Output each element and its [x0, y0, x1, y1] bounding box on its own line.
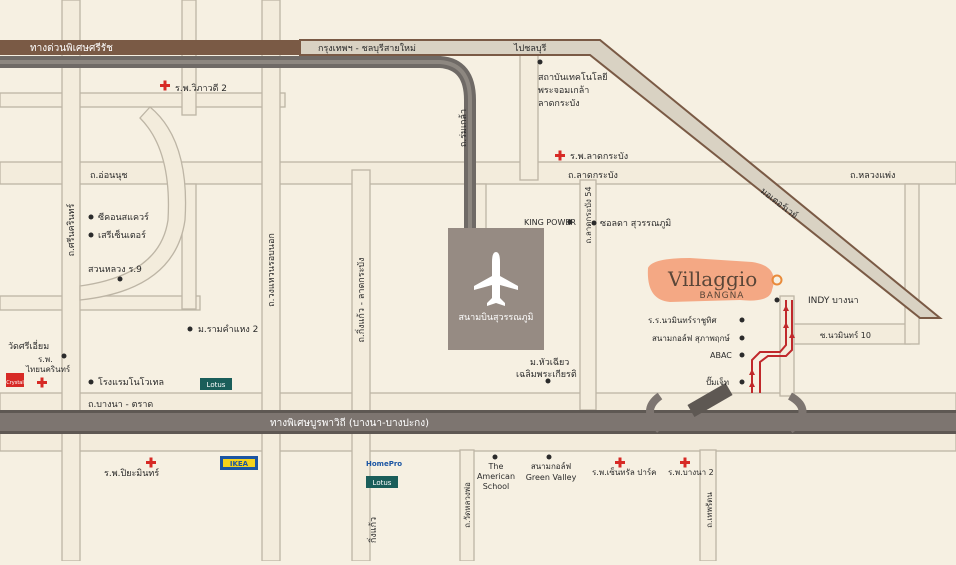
- road-on-nut: [0, 161, 956, 185]
- label-kmitl-2: พระจอมเกล้า: [538, 85, 589, 96]
- label-kmitl-3: ลาดกระบัง: [538, 99, 580, 109]
- label-indy: INDY บางนา: [808, 296, 859, 306]
- label-wat-salud: ถ.วัดหลวงพ่อ: [463, 482, 472, 528]
- label-abac: ABAC: [710, 351, 732, 360]
- label-green-valley-2: Green Valley: [526, 473, 577, 482]
- hospital-icon: [160, 80, 170, 91]
- label-american-school-2: American: [477, 472, 515, 481]
- label-lat-krabang-54: ถ.ลาดกระบัง 54: [584, 186, 593, 243]
- label-king-power: KING POWER: [524, 218, 576, 227]
- label-seacon: ซีคอนสแควร์: [98, 211, 149, 223]
- lotus-logo: Lotus: [200, 378, 232, 390]
- label-hua-chiew-1: ม.หัวเฉียว: [530, 357, 569, 368]
- hospital-icon: [146, 457, 156, 468]
- label-motorway: กรุงเทพฯ - ชลบุรีสายใหม่: [318, 43, 416, 54]
- label-expressway-north: ทางด่วนพิเศษศรีรัช: [30, 42, 113, 54]
- ikea-logo: IKEA: [220, 456, 258, 470]
- label-chonburi: ไปชลบุรี: [513, 43, 547, 54]
- label-golf-suphap: สนามกอล์ฟ สุภาพฤกษ์: [652, 333, 730, 343]
- homepro-logo: HomePro: [366, 460, 402, 468]
- label-airport: สนามบินสุวรรณภูมิ: [459, 312, 534, 323]
- label-soi-nawamin-10: ซ.นวมินทร์ 10: [820, 330, 871, 340]
- svg-text:HomePro: HomePro: [366, 460, 402, 468]
- label-seri-center: เสรีเซ็นเตอร์: [98, 228, 146, 241]
- hospital-markers: [37, 80, 690, 468]
- label-bangna-expressway: ทางพิเศษบูรพาวิถี (บางนา-บางปะกง): [270, 417, 429, 429]
- label-ramkhamhaeng-2: ม.รามคำแหง 2: [198, 324, 258, 335]
- lotus-logo: Lotus: [366, 476, 398, 488]
- label-thainakarin-1: ร.พ.: [38, 355, 53, 364]
- label-rom-klao: ถ.ร่มเกล้า: [458, 109, 469, 147]
- svg-text:IKEA: IKEA: [230, 460, 249, 468]
- label-on-nut: ถ.อ่อนนุช: [90, 171, 128, 181]
- svg-text:Crystal: Crystal: [6, 380, 24, 386]
- label-central-park-hospital: ร.พ.เซ็นทรัล ปาร์ค: [592, 467, 657, 477]
- label-nawamin-school: ร.ร.นวมินทร์ราชูทิศ: [648, 315, 717, 326]
- label-novotel: โรงแรมโนโวเทล: [98, 377, 164, 388]
- svg-text:Lotus: Lotus: [207, 381, 226, 389]
- label-suan-luang: สวนหลวง ร.9: [88, 265, 142, 275]
- label-piyamin-hospital: ร.พ.ปิยะมินทร์: [104, 467, 159, 479]
- label-si-nakarin: ถ.ศรีนครินทร์: [65, 203, 77, 256]
- hospital-icon: [680, 457, 690, 468]
- label-wong-waen: ถ.วงแหวนรอบนอก: [267, 233, 277, 307]
- label-bangna-trat: ถ.บางนา - ตราด: [88, 400, 153, 410]
- label-king-kaew-south: กิ่งแก้ว: [366, 517, 379, 543]
- svg-text:Lotus: Lotus: [373, 479, 392, 487]
- label-chong-nonsi: ถ.เทพรัตน: [705, 492, 714, 528]
- poi-dots: [61, 59, 780, 460]
- crystal-logo: Crystal: [6, 373, 24, 387]
- label-lat-krabang: ถ.ลาดกระบัง: [568, 171, 618, 181]
- label-suvarnabhumi-hotel: ซอลดา สุวรรณภูมิ: [600, 218, 671, 229]
- hospital-icon: [615, 457, 625, 468]
- label-luang-phaeng: ถ.หลวงแพ่ง: [850, 171, 895, 181]
- label-hua-chiew-2: เฉลิมพระเกียรติ: [516, 369, 577, 380]
- route-to-project: [751, 300, 793, 393]
- label-lat-krabang-hospital: ร.พ.ลาดกระบัง: [570, 152, 628, 162]
- interchange: [646, 392, 807, 434]
- label-king-kaew: ถ.กิ่งแก้ว - ลาดกระบัง: [354, 257, 367, 342]
- airplane-icon: [474, 252, 518, 306]
- label-american-school-3: School: [483, 482, 510, 491]
- road-king-kaew: [351, 169, 371, 562]
- label-bangna2-hospital: ร.พ.บางนา 2: [668, 468, 714, 477]
- label-thainakarin-2: ไทยนครินทร์: [25, 364, 71, 374]
- project-sub: BANGNA: [700, 291, 745, 301]
- bangna-expressway: [0, 413, 956, 431]
- road-si-nakarin: [61, 0, 81, 562]
- hospital-icon: [555, 150, 565, 161]
- label-gas-station: ปั๊มเจ็ท: [706, 376, 729, 387]
- label-vibhavadi-hospital: ร.พ.วิภาวดี 2: [175, 83, 227, 94]
- label-green-valley-1: สนามกอล์ฟ: [531, 461, 572, 471]
- villaggio-highlight: [647, 258, 774, 302]
- label-kmitl-1: สถาบันเทคโนโลยี: [538, 72, 608, 83]
- expressway-north: [0, 40, 300, 55]
- hospital-icon: [37, 377, 47, 388]
- label-american-school-1: The: [488, 462, 504, 471]
- project-name: Villaggio: [667, 267, 757, 291]
- label-wat-si-iam: วัดศรีเอี่ยม: [8, 339, 49, 352]
- project-logo-ring: [771, 274, 783, 286]
